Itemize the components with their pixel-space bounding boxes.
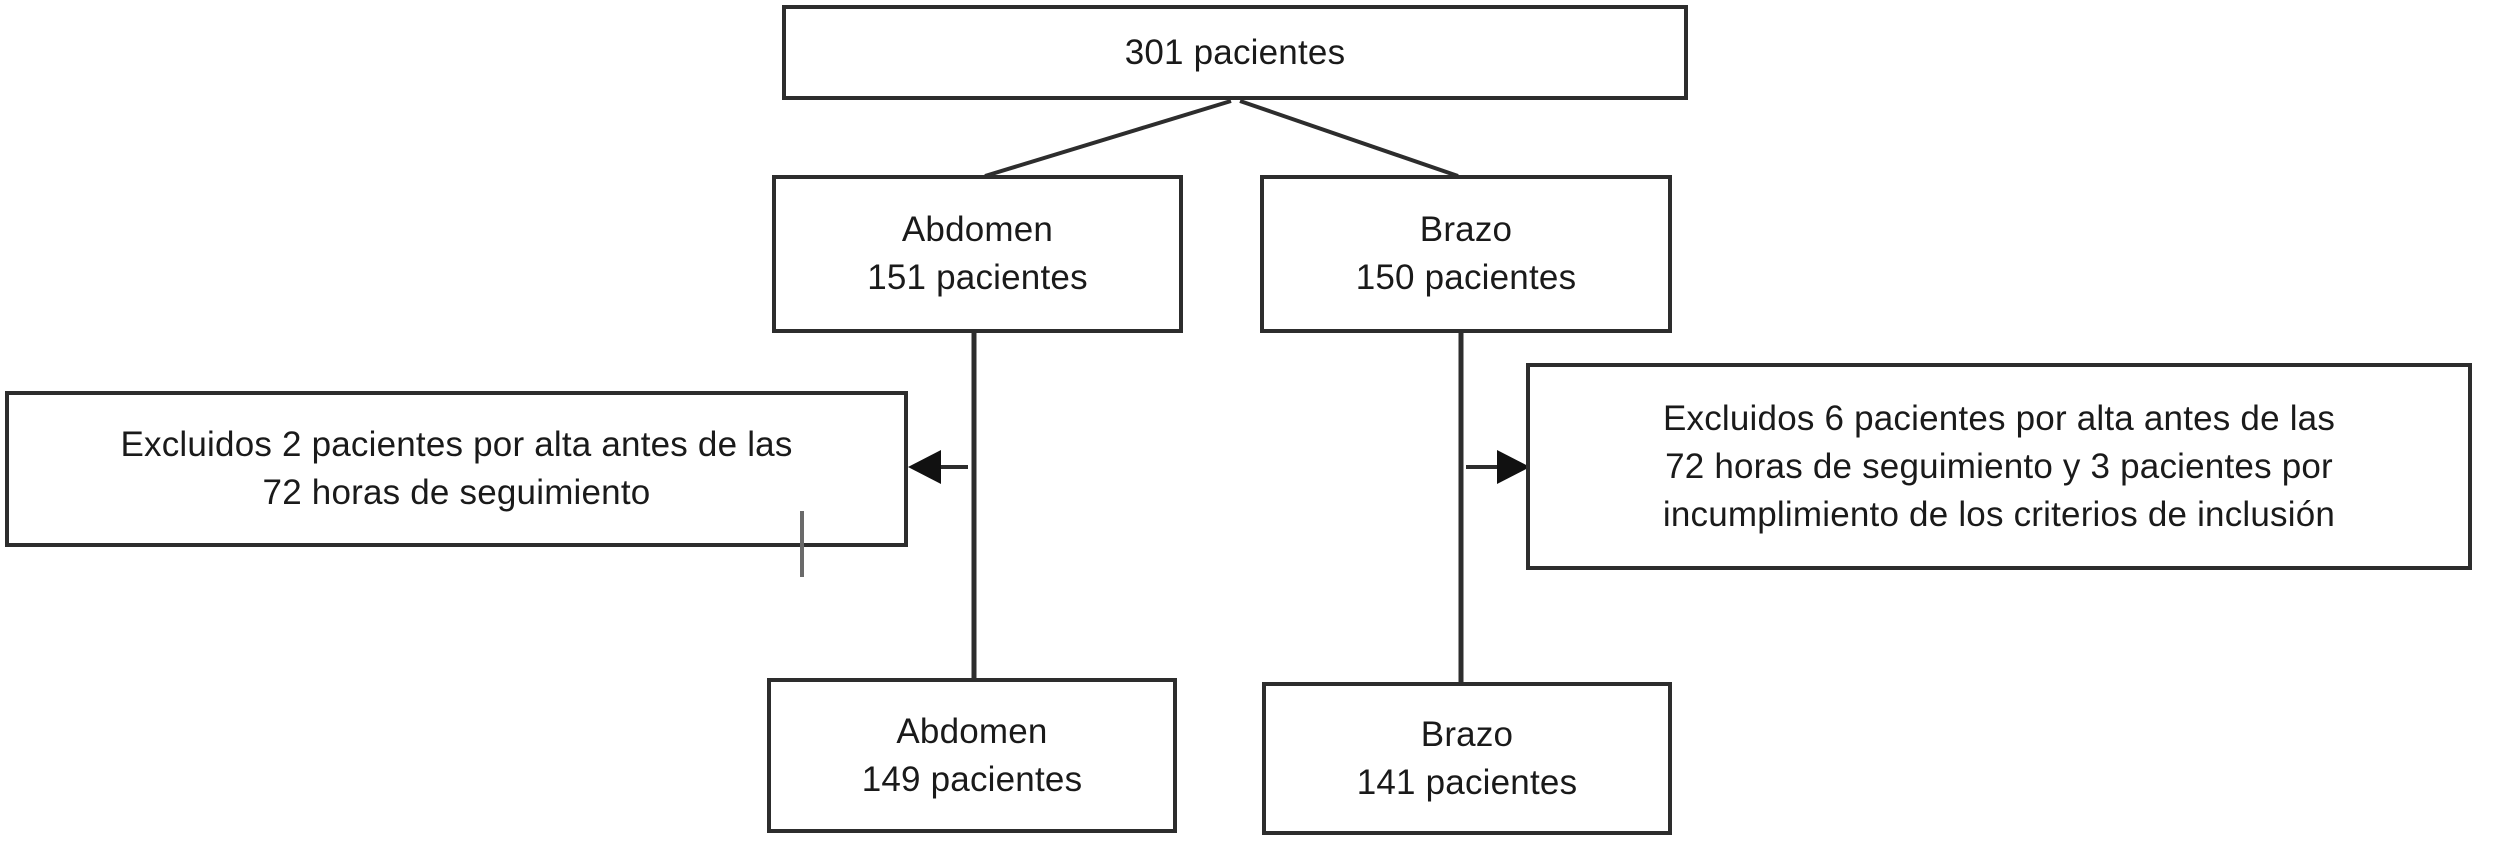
arrow-left-icon (908, 450, 941, 484)
box-abdomen-final: Abdomen 149 pacientes (767, 678, 1177, 833)
box-excluded-brazo-line1: Excluidos 6 pacientes por alta antes de … (1662, 398, 2336, 438)
box-brazo-initial: Brazo 150 pacientes (1260, 175, 1672, 333)
box-excluded-abdomen: Excluidos 2 pacientes por alta antes de … (5, 391, 908, 547)
box-brazo-final-count: 141 pacientes (1356, 762, 1578, 802)
box-abdomen-final-title: Abdomen (896, 711, 1048, 751)
box-abdomen-final-count: 149 pacientes (861, 759, 1083, 799)
box-brazo-final: Brazo 141 pacientes (1262, 682, 1672, 835)
box-excluded-brazo: Excluidos 6 pacientes por alta antes de … (1526, 363, 2472, 570)
box-total-patients-label: 301 pacientes (1124, 32, 1346, 72)
box-excluded-brazo-line2: 72 horas de seguimiento y 3 pacientes po… (1665, 446, 2333, 486)
box-abdomen-initial-count: 151 pacientes (867, 258, 1088, 297)
box-brazo-final-title: Brazo (1420, 714, 1514, 754)
box-excluded-abdomen-line2: 72 horas de seguimiento (262, 473, 651, 512)
box-brazo-initial-title: Brazo (1419, 210, 1513, 249)
connector-total-to-brazo (1239, 99, 1459, 178)
arrow-right-icon (1497, 450, 1530, 484)
box-excluded-brazo-line3: incumplimiento de los criterios de inclu… (1662, 494, 2336, 534)
box-total-patients: 301 pacientes (782, 5, 1688, 100)
box-brazo-initial-count: 150 pacientes (1355, 258, 1577, 297)
box-excluded-abdomen-line1: Excluidos 2 pacientes por alta antes de … (120, 425, 793, 464)
connector-total-to-abdomen (984, 99, 1232, 178)
box-abdomen-initial: Abdomen 151 pacientes (772, 175, 1183, 333)
box-abdomen-initial-title: Abdomen (901, 210, 1054, 249)
